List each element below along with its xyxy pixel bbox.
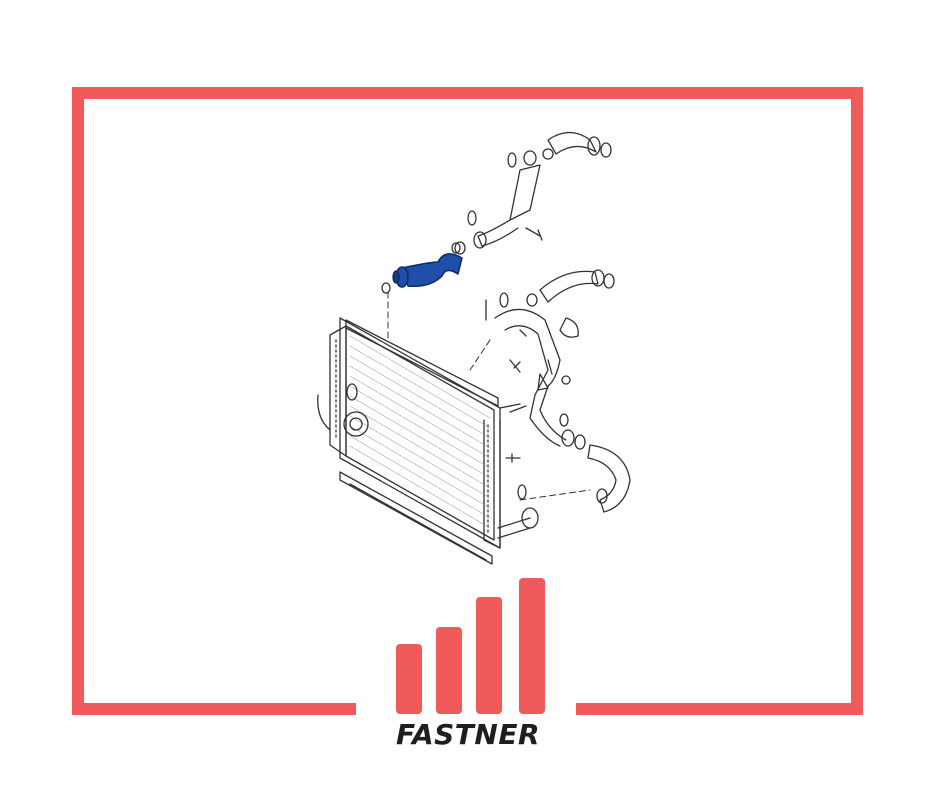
frame-border <box>72 87 863 715</box>
upper-pipe <box>454 131 612 255</box>
highlighted-hose <box>381 242 463 294</box>
bar-chart-logo-icon <box>396 578 545 714</box>
lower-hose <box>497 444 631 539</box>
parts-diagram <box>317 131 631 565</box>
leader-lines <box>387 291 591 501</box>
intercooler-body <box>317 317 501 565</box>
brand-logo-text: FASTNER <box>395 718 541 751</box>
right-pipe <box>485 269 615 450</box>
